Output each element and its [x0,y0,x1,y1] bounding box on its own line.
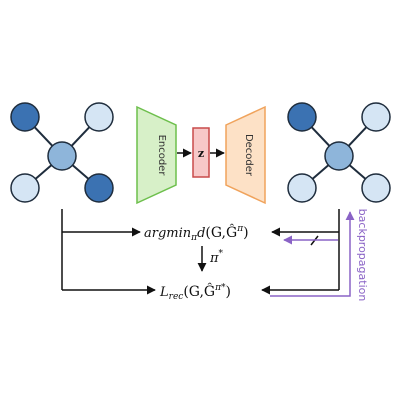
encoder-shape [136,105,177,205]
pi-star-base: π [209,251,219,266]
input-graph [10,102,114,203]
loss-sup: π* [214,283,226,293]
argmin-sub: π [190,233,198,243]
backprop-paths: backpropagation [270,209,369,302]
loss-args: (G,Ĝ [183,282,215,300]
graph-node [361,102,391,132]
encoder-block: Encoder [136,105,177,205]
graph-node [287,102,317,132]
pi-star-sup: * [219,249,224,259]
argmin-prefix: argmin [144,226,191,241]
pi-star-label: π* [209,249,224,266]
backprop-label: backpropagation [356,209,369,302]
backprop-path-long [270,211,355,297]
argmin-args: (G,Ĝ [205,223,237,241]
graph-node [361,173,391,203]
loss-close: ) [226,284,231,300]
output-connectors [261,209,340,295]
graph-node [47,141,77,171]
decoder-shape [225,105,266,205]
graph-node [287,173,317,203]
loss-sub: rec [169,292,184,302]
decoder-block: Decoder [225,105,266,205]
graph-node [84,102,114,132]
argmin-close: ) [243,225,248,241]
input-connectors [61,209,156,295]
argmin-equation: argminπd(G,Ĝπ) [144,223,249,243]
graph-node [84,173,114,203]
argmin-sup: π [236,224,244,234]
reconstructed-graph [287,102,391,203]
graph-node [324,141,354,171]
argmin-body: d [197,226,205,241]
latent-shape [192,127,210,178]
decoder-label: Decoder [243,134,254,177]
graph-node [10,173,40,203]
loss-prefix: L [159,285,169,300]
encoder-label: Encoder [156,135,167,177]
graph-node [10,102,40,132]
loss-equation: Lrec(G,Ĝπ*) [159,282,231,302]
latent-label: z [198,147,204,160]
latent-block: z [192,127,210,178]
